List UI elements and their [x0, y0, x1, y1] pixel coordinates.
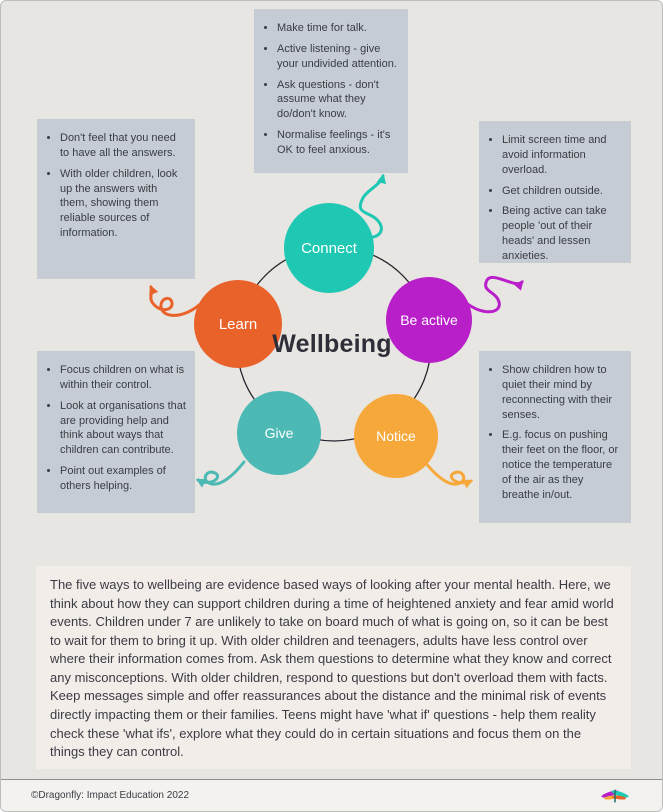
give-arrow: [195, 460, 246, 488]
tip-item: Being active can take people 'out of the…: [502, 204, 622, 263]
learn-arrow: [149, 284, 201, 317]
tip-item: Limit screen time and avoid information …: [502, 133, 622, 178]
tip-item: Normalise feelings - it's OK to feel anx…: [277, 128, 399, 158]
learn-tips-box: Don't feel that you need to have all the…: [37, 119, 195, 279]
notice-tips-box: Show children how to quiet their mind by…: [479, 351, 631, 523]
tip-item: Make time for talk.: [277, 21, 399, 36]
connect-arrow: [348, 173, 387, 240]
footer: ©Dragonfly: Impact Education 2022: [1, 779, 662, 811]
be-active-arrow: [463, 276, 524, 314]
tip-item: With older children, look up the answers…: [60, 167, 186, 241]
give-node-label: Give: [264, 425, 294, 441]
dragonfly-logo-icon: [601, 789, 629, 802]
notice-node: Notice: [354, 394, 438, 478]
learn-node-label: Learn: [218, 315, 258, 333]
be-active-node-label: Be active: [400, 312, 458, 328]
tip-item: E.g. focus on pushing their feet on the …: [502, 428, 622, 502]
tip-item: Show children how to quiet their mind by…: [502, 363, 622, 422]
give-node: Give: [237, 391, 321, 475]
give-tips-box: Focus children on what is within their c…: [37, 351, 195, 513]
tip-item: Ask questions - don't assume what they d…: [277, 78, 399, 123]
connect-node: Connect: [284, 203, 374, 293]
summary-paragraph: The five ways to wellbeing are evidence …: [36, 566, 631, 769]
be-active-tips-box: Limit screen time and avoid information …: [479, 121, 631, 263]
tip-item: Point out examples of others helping.: [60, 464, 186, 494]
give-tips-list: Focus children on what is within their c…: [43, 363, 186, 494]
tip-item: Active listening - give your undivided a…: [277, 42, 399, 72]
be-active-tips-list: Limit screen time and avoid information …: [485, 133, 622, 264]
be-active-node: Be active: [386, 277, 472, 363]
tip-item: Look at organisations that are providing…: [60, 399, 186, 458]
learn-node: Learn: [194, 280, 282, 368]
tip-item: Don't feel that you need to have all the…: [60, 131, 186, 161]
tip-item: Focus children on what is within their c…: [60, 363, 186, 393]
connect-tips-list: Make time for talk. Active listening - g…: [260, 21, 399, 158]
tip-item: Get children outside.: [502, 184, 622, 199]
notice-node-label: Notice: [376, 428, 416, 444]
connect-node-label: Connect: [301, 239, 357, 257]
copyright-text: ©Dragonfly: Impact Education 2022: [31, 790, 190, 801]
connect-tips-box: Make time for talk. Active listening - g…: [254, 9, 408, 173]
wellbeing-title: Wellbeing: [272, 330, 392, 358]
learn-tips-list: Don't feel that you need to have all the…: [43, 131, 186, 241]
notice-tips-list: Show children how to quiet their mind by…: [485, 363, 622, 503]
notice-arrow: [423, 460, 474, 489]
